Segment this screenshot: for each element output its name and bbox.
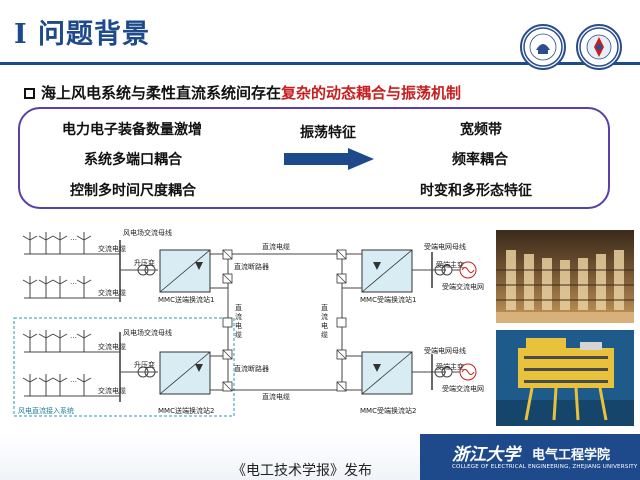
label-step-up: 升压变 (134, 259, 155, 267)
dots-label: … (70, 234, 77, 242)
zju-seal-icon (523, 27, 563, 67)
zju-logo (520, 24, 566, 70)
page-title: I 问题背景 (14, 12, 150, 51)
label-wf-bus-2: 风电场交流母线 (123, 329, 172, 337)
label-recv-bus-1: 受端电网母线 (424, 243, 466, 251)
label-recv-grid-1: 受端交流电网 (442, 283, 484, 291)
college-seal-icon (579, 27, 619, 67)
feature-item: 时变和多形态特征 (420, 183, 532, 199)
feature-item: 频率耦合 (452, 152, 508, 168)
header-divider (0, 62, 640, 65)
cause-item: 电力电子装备数量激增 (62, 122, 202, 138)
label-mmc-recv-1: MMC受端换流站1 (360, 296, 417, 304)
square-bullet-icon (24, 88, 35, 99)
college-logo (576, 24, 622, 70)
label-dc-cable-vertical: 直流电缆 (235, 304, 242, 339)
label-dc-breaker-1: 直流断路器 (234, 263, 269, 271)
mechanism-box (18, 107, 610, 209)
section-title: 问题背景 (38, 19, 151, 50)
dots-label: … (70, 332, 77, 340)
cause-item: 控制多时间尺度耦合 (70, 183, 196, 199)
label-dc-cable-top: 直流电缆 (262, 243, 290, 251)
label-mmc-send-2: MMC送端换流站2 (158, 407, 215, 415)
label-ac-cable: 交流电缆 (98, 343, 126, 351)
school-name-cn: 电气工程学院 (532, 448, 611, 463)
converter-hall-photo (496, 230, 634, 323)
school-name-en: COLLEGE OF ELECTRICAL ENGINEERING, ZHEJI… (452, 464, 638, 470)
section-number: I (14, 19, 28, 50)
label-recv-bus-2: 受端电网母线 (424, 347, 466, 355)
university-name: 浙江大学 (452, 445, 520, 465)
vsc-hvdc-diagram: … … … … 风电场交流母线 交流电缆 交流电缆 升压变 MMC送端换流站1 … (0, 222, 490, 422)
bullet-point: 海上风电系统与柔性直流系统间存在复杂的动态耦合与振荡机制 (24, 82, 461, 103)
bullet-highlight: 复杂的动态耦合与振荡机制 (281, 84, 462, 102)
label-step-up: 升压变 (134, 361, 155, 369)
label-dc-cable-bottom: 直流电缆 (262, 393, 290, 401)
label-ac-cable: 交流电缆 (98, 289, 126, 297)
label-recv-tx-1: 受端主变 (436, 261, 464, 269)
right-arrow-icon (284, 148, 374, 174)
dots-label: … (70, 376, 77, 384)
dots-label: … (70, 278, 77, 286)
label-recv-grid-2: 受端交流电网 (442, 385, 484, 393)
bullet-text: 海上风电系统与柔性直流系统间存在 (41, 84, 282, 102)
label-direct-system: 风电直流接入系统 (18, 407, 74, 415)
label-recv-tx-2: 受端主变 (436, 363, 464, 371)
feature-item: 宽频带 (460, 122, 502, 138)
footer-brand-band (420, 434, 640, 480)
arrow-label: 振荡特征 (300, 125, 356, 141)
circuit-diagram (13, 232, 477, 417)
cause-item: 系统多端口耦合 (84, 152, 182, 168)
label-ac-cable: 交流电缆 (98, 245, 126, 253)
label-wf-bus-1: 风电场交流母线 (123, 229, 172, 237)
publication-note: 《电工技术学报》发布 (232, 463, 372, 479)
offshore-platform-photo (496, 330, 634, 426)
label-dc-breaker-2: 直流断路器 (234, 365, 269, 373)
label-ac-cable: 交流电缆 (98, 387, 126, 395)
label-dc-cable-vertical: 直流电缆 (321, 304, 328, 339)
label-mmc-recv-2: MMC受端换流站2 (360, 407, 417, 415)
label-mmc-send-1: MMC送端换流站1 (158, 296, 215, 304)
